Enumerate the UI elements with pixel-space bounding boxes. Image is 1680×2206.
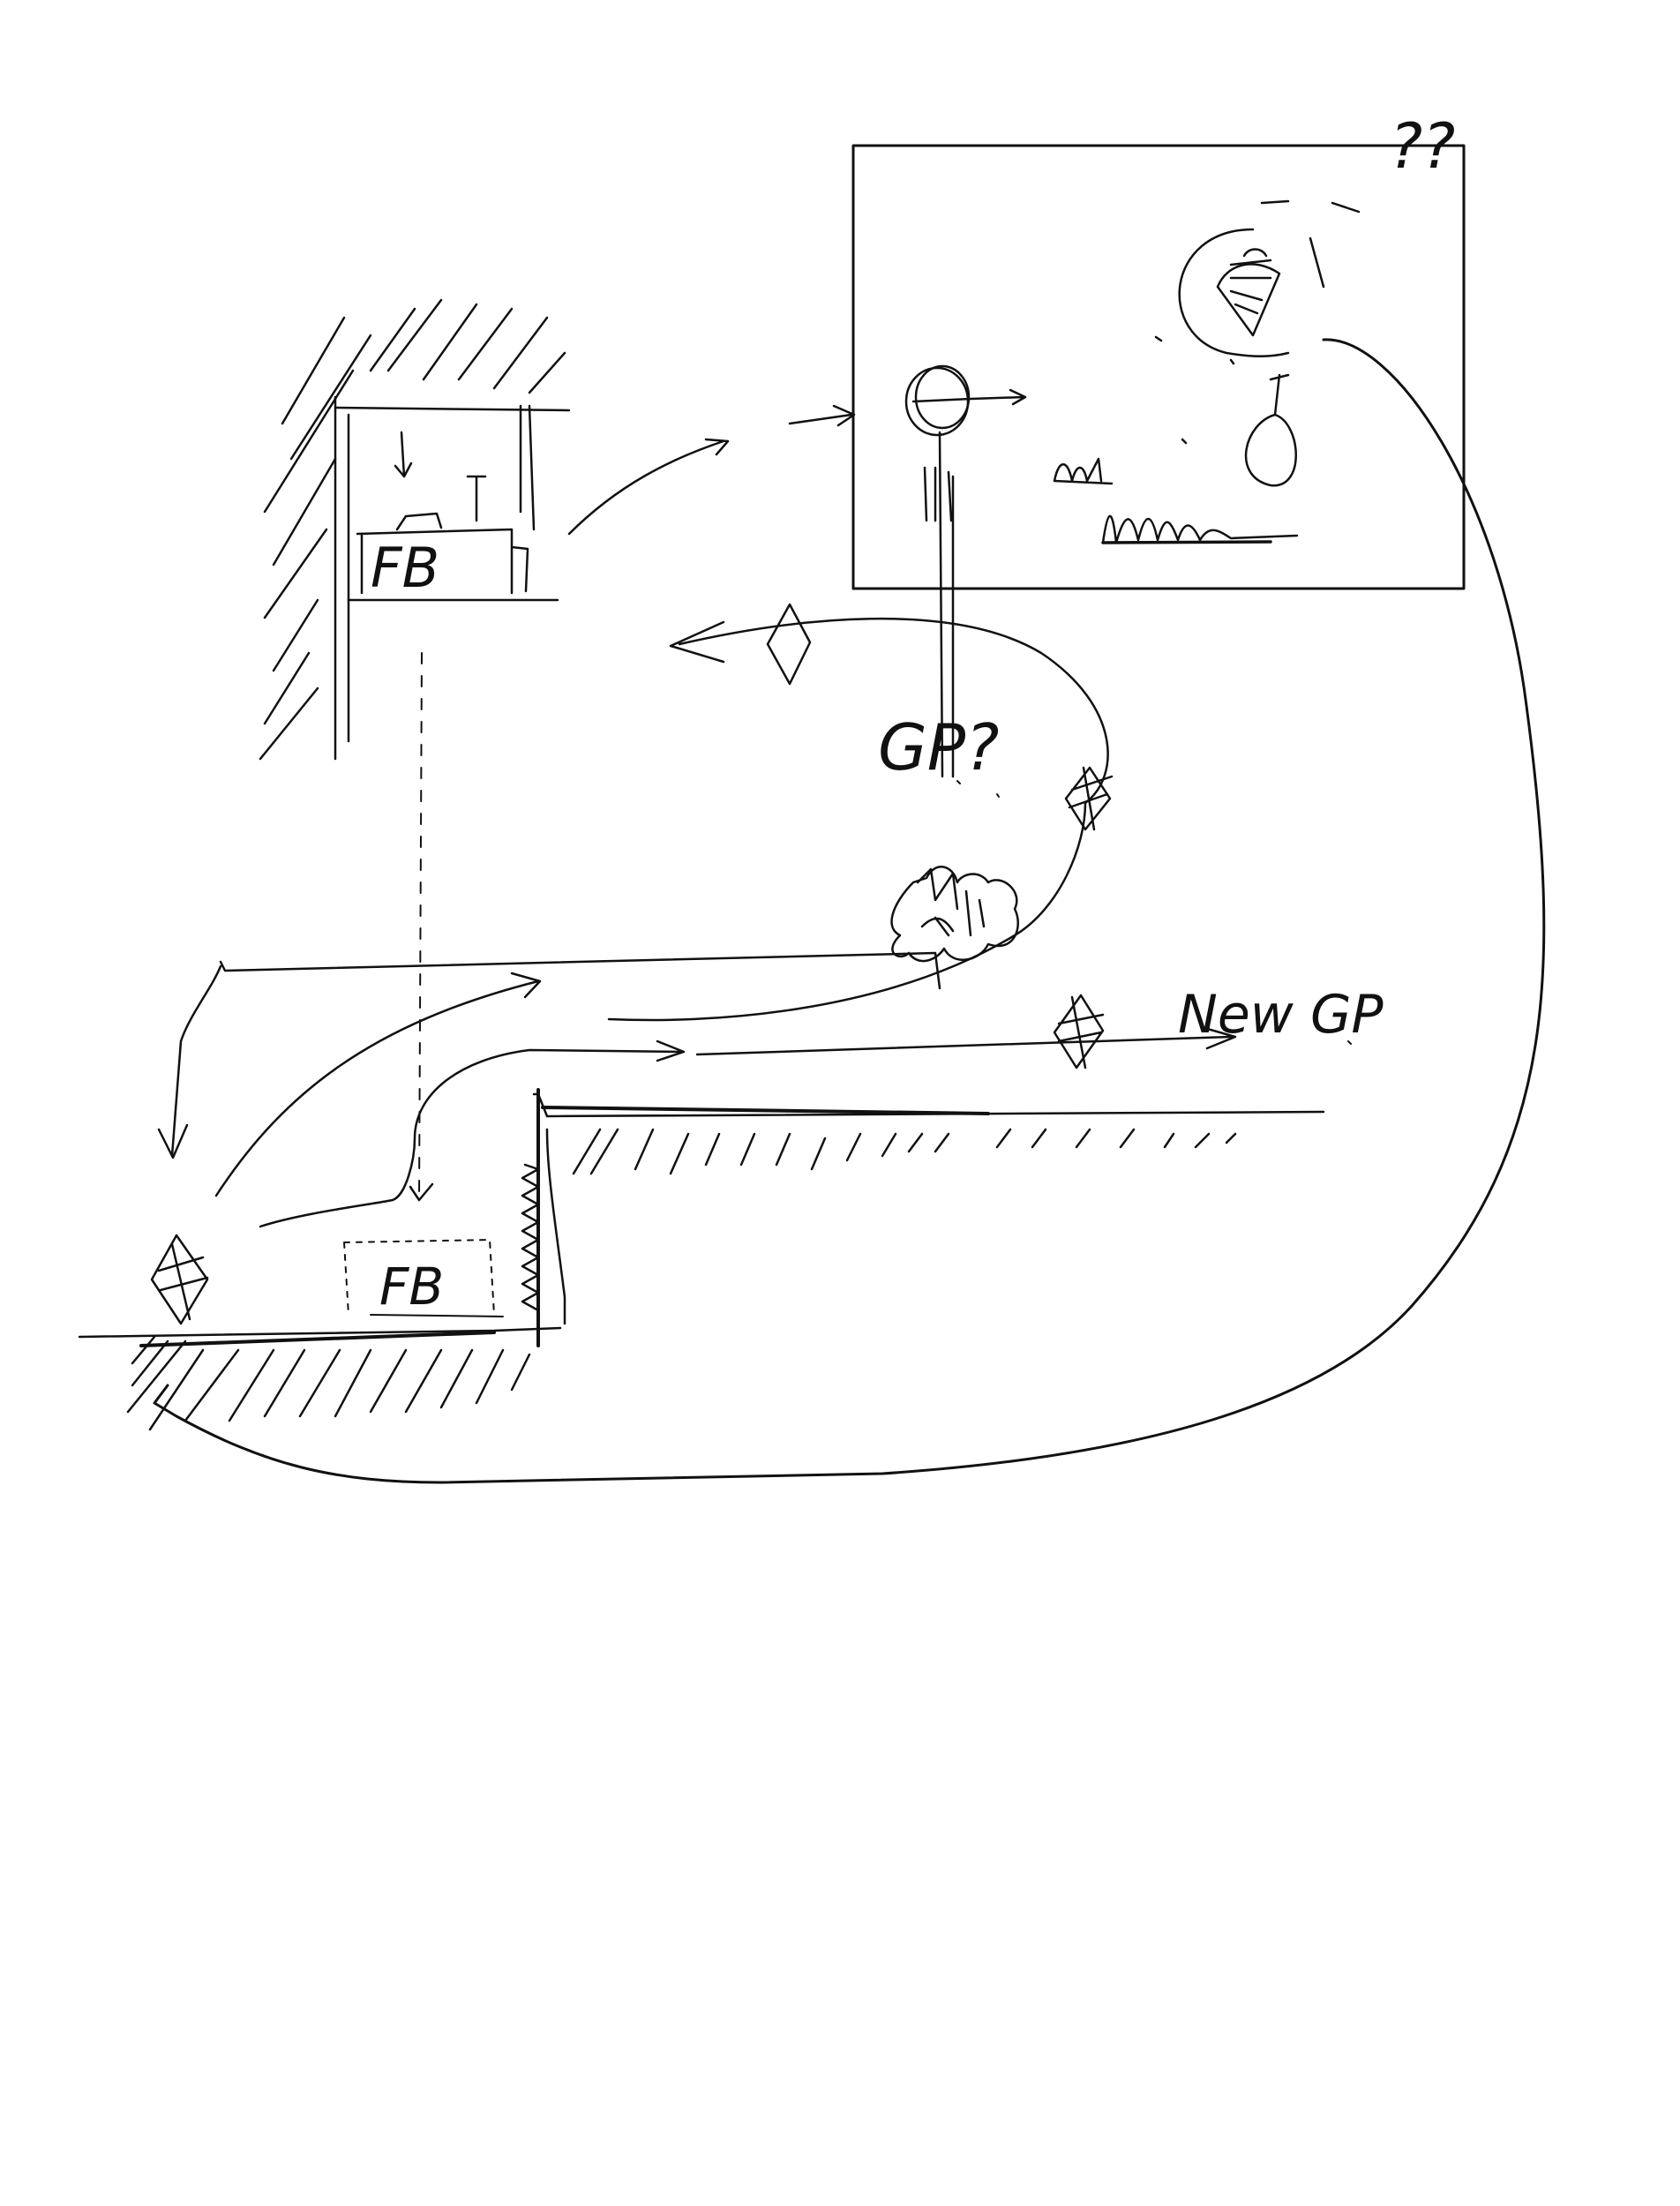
fb-label-upper: FB xyxy=(371,536,439,600)
panel-objects xyxy=(1156,201,1359,485)
jump-arc-arrow xyxy=(216,973,540,1196)
arrow-into-panel xyxy=(790,406,854,425)
fb-drop-arrow xyxy=(410,1184,432,1200)
to-new-gp-arrow xyxy=(697,1028,1235,1054)
panel-small-mark xyxy=(1054,459,1112,484)
lower-floor xyxy=(79,1328,560,1429)
mid-sweep-arrow xyxy=(260,1041,684,1227)
upper-wall-structure xyxy=(260,300,569,759)
diamond-marker-top xyxy=(768,604,810,684)
long-return-curve xyxy=(154,340,1544,1482)
question-marks: ?? xyxy=(1390,110,1455,183)
dashed-drop-line xyxy=(419,653,422,1200)
diamond-marker-newgp xyxy=(1054,995,1103,1068)
fb-label-lower: FB xyxy=(379,1257,444,1317)
arrow-to-panel xyxy=(569,439,728,534)
new-gp-label: New GP xyxy=(1178,984,1384,1046)
impact-cluster xyxy=(892,867,1018,961)
gp-question-label: GP? xyxy=(878,710,999,784)
panel-terrain-wave xyxy=(1103,516,1297,543)
upper-ledge xyxy=(522,1090,1324,1346)
diamond-marker-bottom-left xyxy=(152,1235,207,1324)
panel-terrain-base xyxy=(1103,542,1271,543)
top-sweep-arrow xyxy=(159,953,940,1158)
